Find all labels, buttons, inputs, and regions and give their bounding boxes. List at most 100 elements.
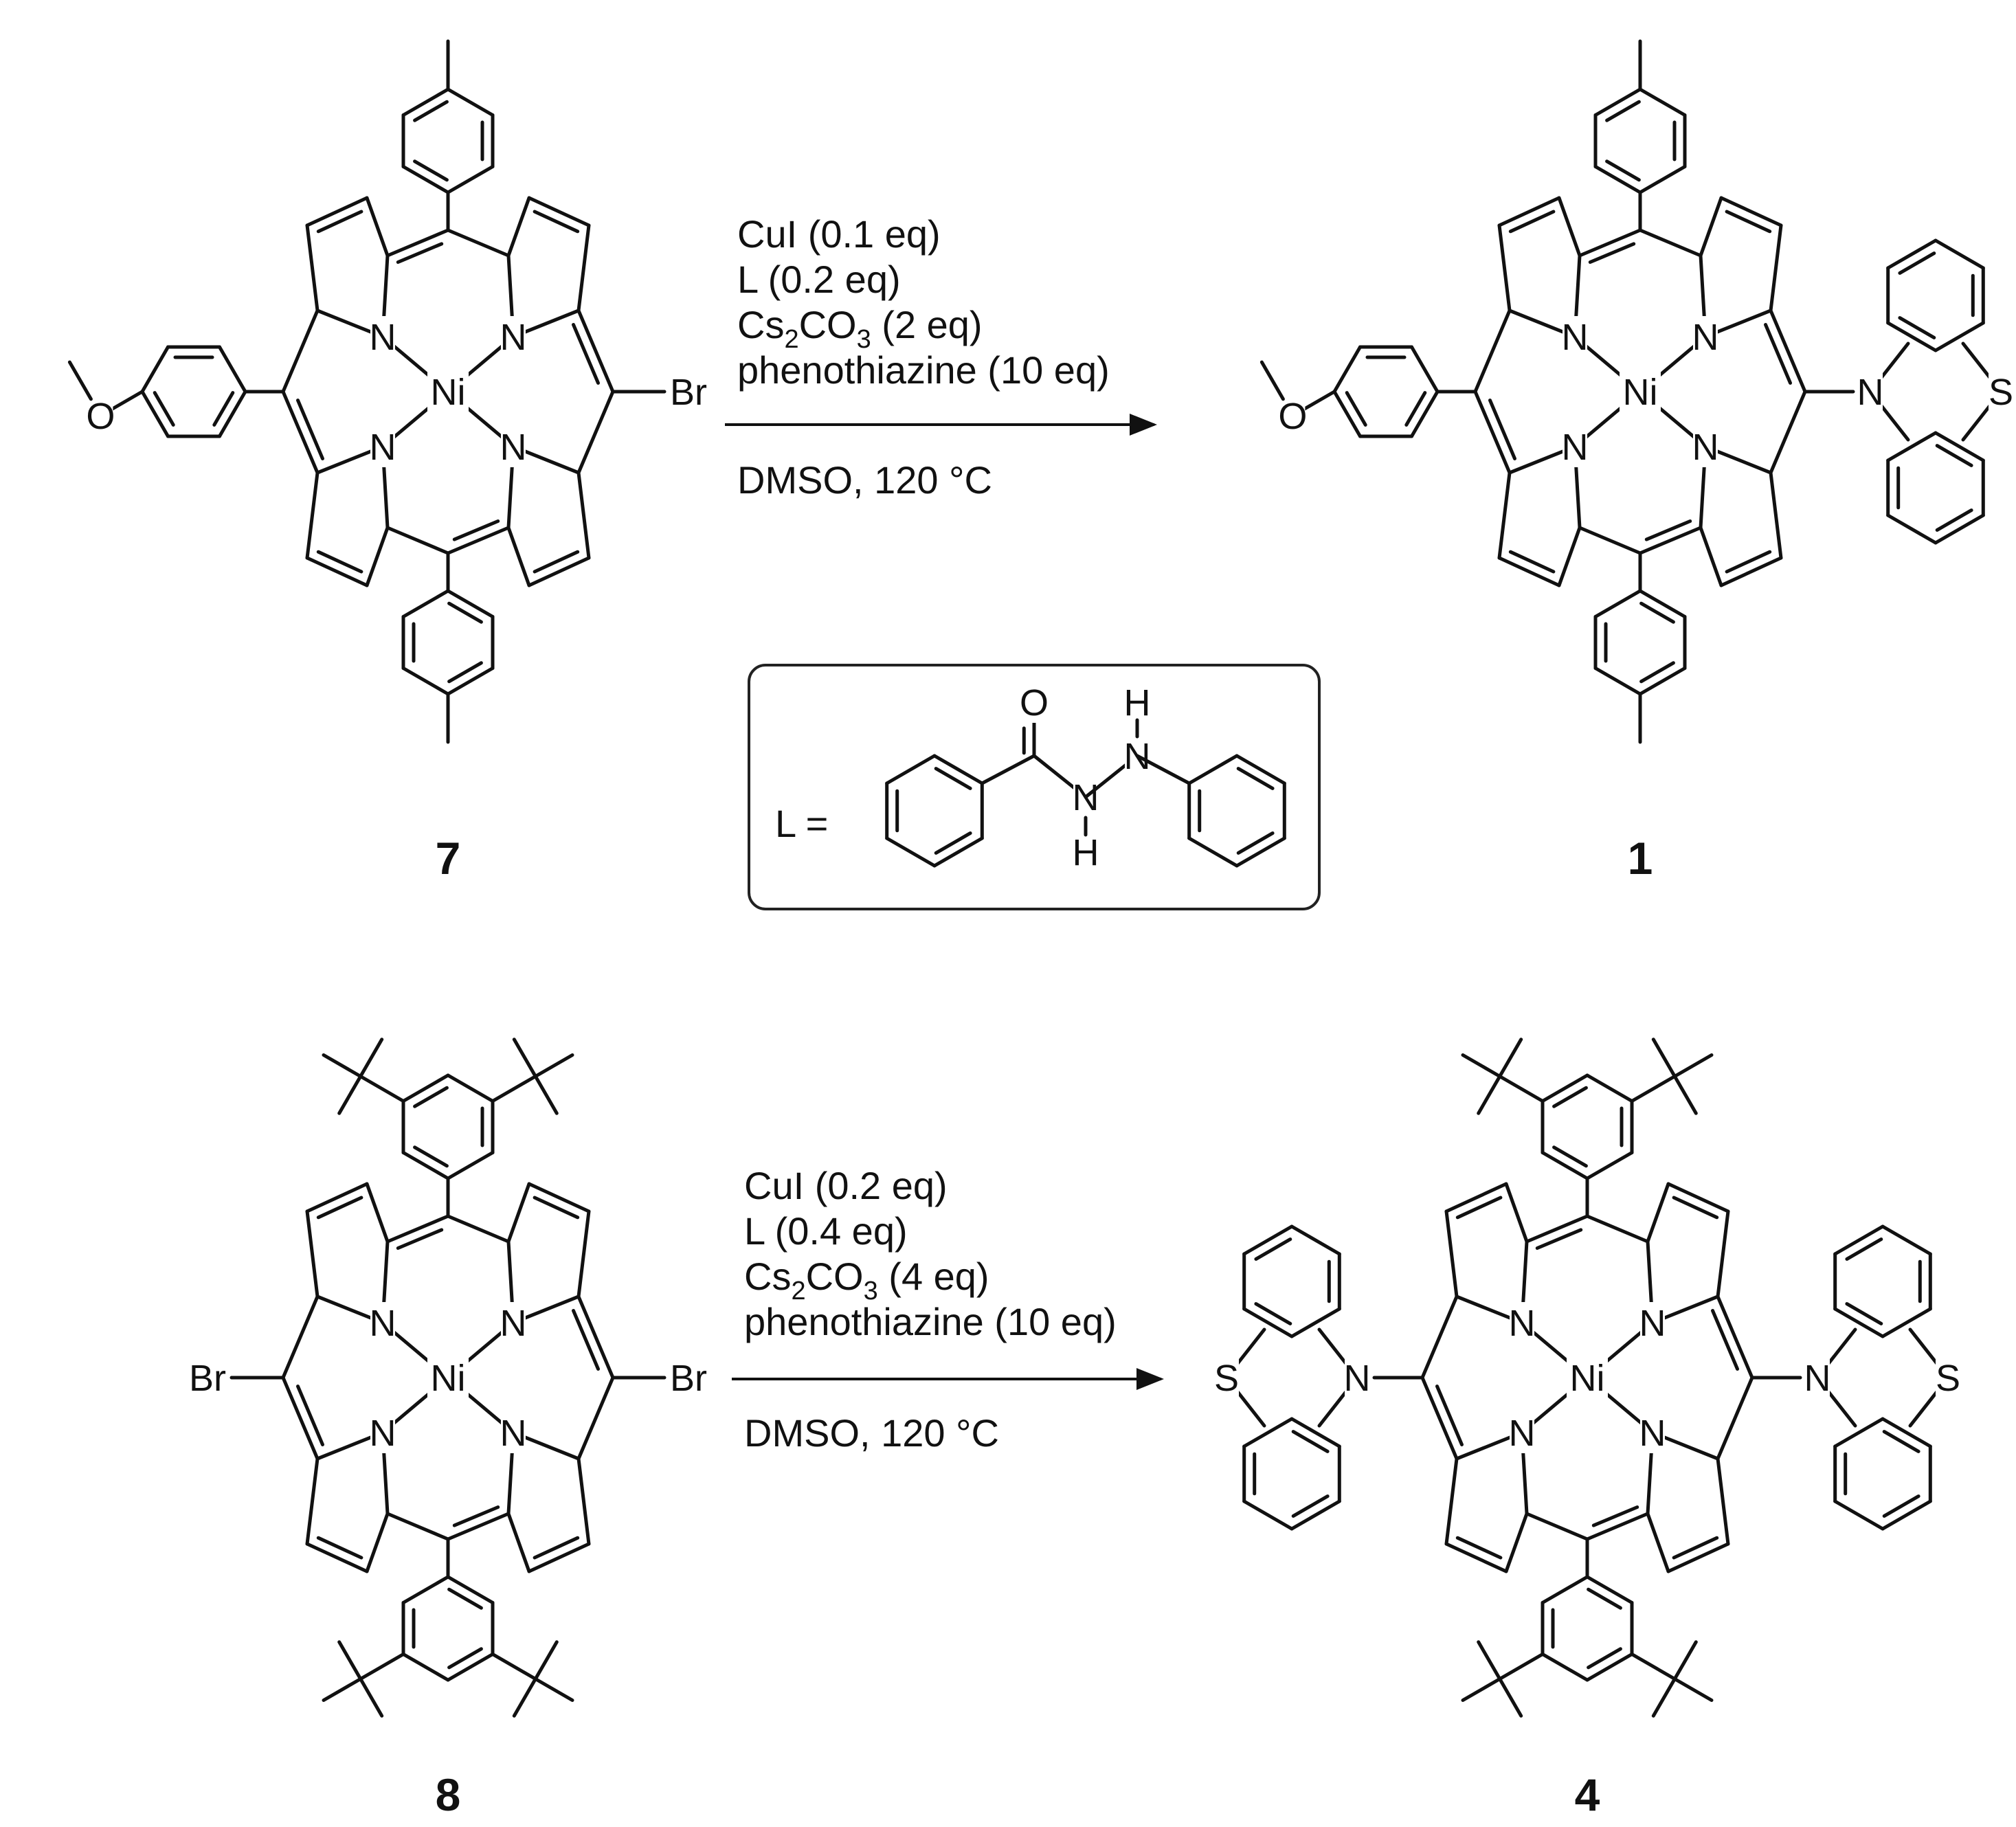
pyrrole-bond <box>506 1182 531 1244</box>
tbu-methyl <box>533 1640 559 1681</box>
atom-label-background <box>1563 316 1587 357</box>
phenothiazine-nitrogen-label: N <box>1804 1358 1831 1399</box>
ligand-label: L = <box>775 802 828 845</box>
meso-bond <box>385 1512 450 1541</box>
atom-label-background <box>1280 395 1306 436</box>
pyrrole-bond <box>1504 1512 1529 1573</box>
ring-bond <box>1833 1224 1885 1256</box>
ring-bond-inner <box>1291 1430 1330 1453</box>
meso-bond <box>576 1376 615 1461</box>
meso-bond <box>385 526 450 555</box>
nitrogen-atom-label: N <box>370 1413 396 1454</box>
meso-bond <box>1525 1512 1589 1541</box>
compound-number-1: 1 <box>1628 833 1653 884</box>
pyrrole-beta-double-bond <box>1444 1542 1508 1573</box>
ring-bond <box>1187 754 1239 785</box>
ring-bond <box>140 390 170 438</box>
ring-bond <box>1881 1417 1932 1448</box>
condition-phenothiazine: phenothiazine (10 eq) <box>737 348 1110 392</box>
nitrogen-atom-label: N <box>1562 427 1589 468</box>
ring-bond <box>446 666 495 696</box>
tbu-methyl <box>1672 1640 1698 1681</box>
ring-bond-inner <box>1236 831 1275 855</box>
ring-bond-inner <box>1587 1647 1622 1670</box>
meso-double-bond-inner <box>1535 1228 1583 1250</box>
pyrrole-bond <box>365 526 390 587</box>
atom-label-background <box>370 426 395 467</box>
ring-bond-inner <box>1639 661 1675 684</box>
pyrrole-beta-double-bond <box>1666 1182 1730 1213</box>
oxygen-atom-label: O <box>1278 396 1307 437</box>
tbu-methyl <box>337 1640 363 1681</box>
nitrogen-atom-label: N <box>1692 427 1719 468</box>
tbu-bond <box>491 1075 537 1103</box>
meso-double-bond <box>1638 526 1703 555</box>
pyrrole-beta-double-bond-inner <box>316 550 363 574</box>
ring-bond-inner <box>447 661 483 684</box>
pyrrole-bond <box>1504 1182 1529 1244</box>
atom-label-background <box>501 316 526 357</box>
nitrogen-atom-label: N <box>1562 317 1589 358</box>
meso-bond <box>1420 1294 1459 1380</box>
tbu-methyl <box>322 1677 363 1702</box>
pyrrole-bond <box>506 196 531 258</box>
pyrrole-bond <box>1646 1182 1670 1244</box>
ring-bond <box>932 836 984 868</box>
tbu-methyl <box>512 1677 537 1718</box>
ring-bond <box>1410 345 1440 394</box>
ring-bond-inner <box>447 1587 483 1610</box>
pyrrole-beta-double-bond-inner <box>1455 1196 1503 1220</box>
ring-bond <box>1593 165 1642 194</box>
pyrrole-bond <box>506 1512 531 1573</box>
ring-bond <box>1410 390 1440 438</box>
pyrrole-beta-double-bond-inner <box>533 550 580 574</box>
tbu-methyl <box>533 1053 574 1078</box>
bromine-atom-label: Br <box>670 372 707 413</box>
ring-bond <box>1934 238 1985 270</box>
condition-ligand: L (0.4 eq) <box>744 1209 908 1253</box>
pyrrole-beta-double-bond-inner <box>316 210 363 234</box>
atom-label-background <box>427 1357 469 1398</box>
pyrrole-beta-double-bond-inner <box>533 210 580 234</box>
pyrrole-bond <box>1699 526 1723 587</box>
meso-double-bond <box>1578 228 1642 258</box>
ring-bond <box>1886 431 1938 462</box>
tbu-methyl <box>1461 1677 1502 1702</box>
bromine-atom-label: Br <box>189 1358 226 1399</box>
pyrrole-beta-double-bond-inner <box>1455 1536 1503 1560</box>
ligand-hydrogen-label: H <box>1124 682 1151 724</box>
atom-label-background <box>1693 316 1718 357</box>
ligand-oxygen-label: O <box>1020 682 1049 724</box>
meso-double-bond-inner <box>1711 1309 1739 1371</box>
ring-bond <box>1881 1499 1932 1531</box>
pyrrole-bond <box>305 1209 320 1299</box>
atom-label-background <box>1510 1302 1534 1343</box>
tbu-bond <box>1630 1075 1677 1103</box>
meso-bond <box>1578 526 1642 555</box>
ring-bond <box>401 1151 450 1180</box>
bromine-atom-label: Br <box>670 1358 707 1399</box>
tbu-bond <box>359 1075 405 1103</box>
ring-bond <box>1332 390 1362 438</box>
pyrrole-beta-double-bond <box>527 196 591 227</box>
atom-label-background <box>1567 1357 1608 1398</box>
condition-base: Cs2CO3 (2 eq) <box>737 303 983 354</box>
ligand-box <box>748 664 1321 910</box>
pyrrole-beta-double-bond-inner <box>1725 210 1772 234</box>
ligand-hydrogen-label: H <box>1073 832 1099 873</box>
meso-double-bond <box>1716 1294 1754 1380</box>
meso-double-bond-inner <box>1764 323 1792 385</box>
pyrrole-bond <box>365 196 390 258</box>
compound-number-7: 7 <box>436 833 461 884</box>
ring-bond-inner <box>1605 159 1641 182</box>
tbu-methyl <box>1651 1677 1677 1718</box>
meso-double-bond-inner <box>396 242 444 264</box>
meso-double-bond-inner <box>1644 519 1692 541</box>
atom-label-background <box>1620 371 1661 412</box>
ring-bond <box>1593 666 1642 696</box>
pyrrole-bond <box>576 1209 591 1299</box>
pyrrole-beta-double-bond-inner <box>1672 1536 1719 1560</box>
ring-bond-inner <box>1935 444 1973 467</box>
condition-phenothiazine: phenothiazine (10 eq) <box>744 1300 1117 1343</box>
